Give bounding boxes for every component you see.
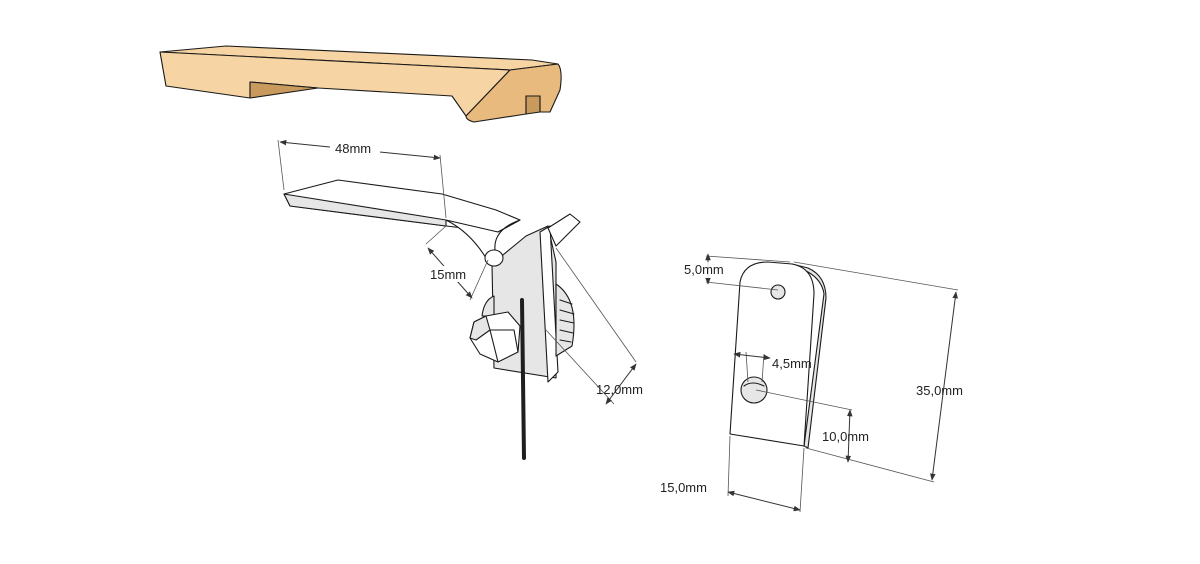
plate-dimension-15: 15,0mm <box>660 435 805 513</box>
hinge-dimension-15: 15mm <box>425 225 489 301</box>
hinge-dimension-12: 12,0mm <box>545 247 643 405</box>
plate-dimension-5: 5,0mm <box>682 253 791 291</box>
plate-dimension-10: 10,0mm <box>755 389 869 463</box>
plate-side <box>791 263 827 449</box>
dim-hinge-length: 48mm <box>335 141 371 156</box>
dim-plate-hole-dia: 4,5mm <box>772 356 812 371</box>
wood-notch <box>525 95 541 115</box>
dim-plate-width: 15,0mm <box>660 480 707 495</box>
dim-plate-height: 35,0mm <box>916 383 963 398</box>
plate-bottom-hole <box>740 376 768 404</box>
hinge-dimension-48: 48mm <box>277 139 447 219</box>
dim-plate-bottom-hole: 10,0mm <box>822 429 869 444</box>
hinge-vertical-front <box>539 225 559 383</box>
plate-dimension-35: 35,0mm <box>793 261 963 483</box>
flat-plate <box>729 261 827 449</box>
rivet <box>484 249 504 267</box>
plate-dimension-4-5: 4,5mm <box>733 351 812 383</box>
wooden-block <box>159 45 562 123</box>
steel-pin <box>520 298 526 460</box>
dim-hinge-offset: 15mm <box>430 267 466 282</box>
wood-slot <box>249 81 319 99</box>
hinge-assembly <box>283 179 581 460</box>
knurled-knob <box>481 283 575 357</box>
hinge-ear <box>547 213 581 247</box>
dim-hinge-width: 12,0mm <box>596 382 643 397</box>
dim-plate-top-hole: 5,0mm <box>684 262 724 277</box>
plate-top-hole <box>770 284 786 300</box>
